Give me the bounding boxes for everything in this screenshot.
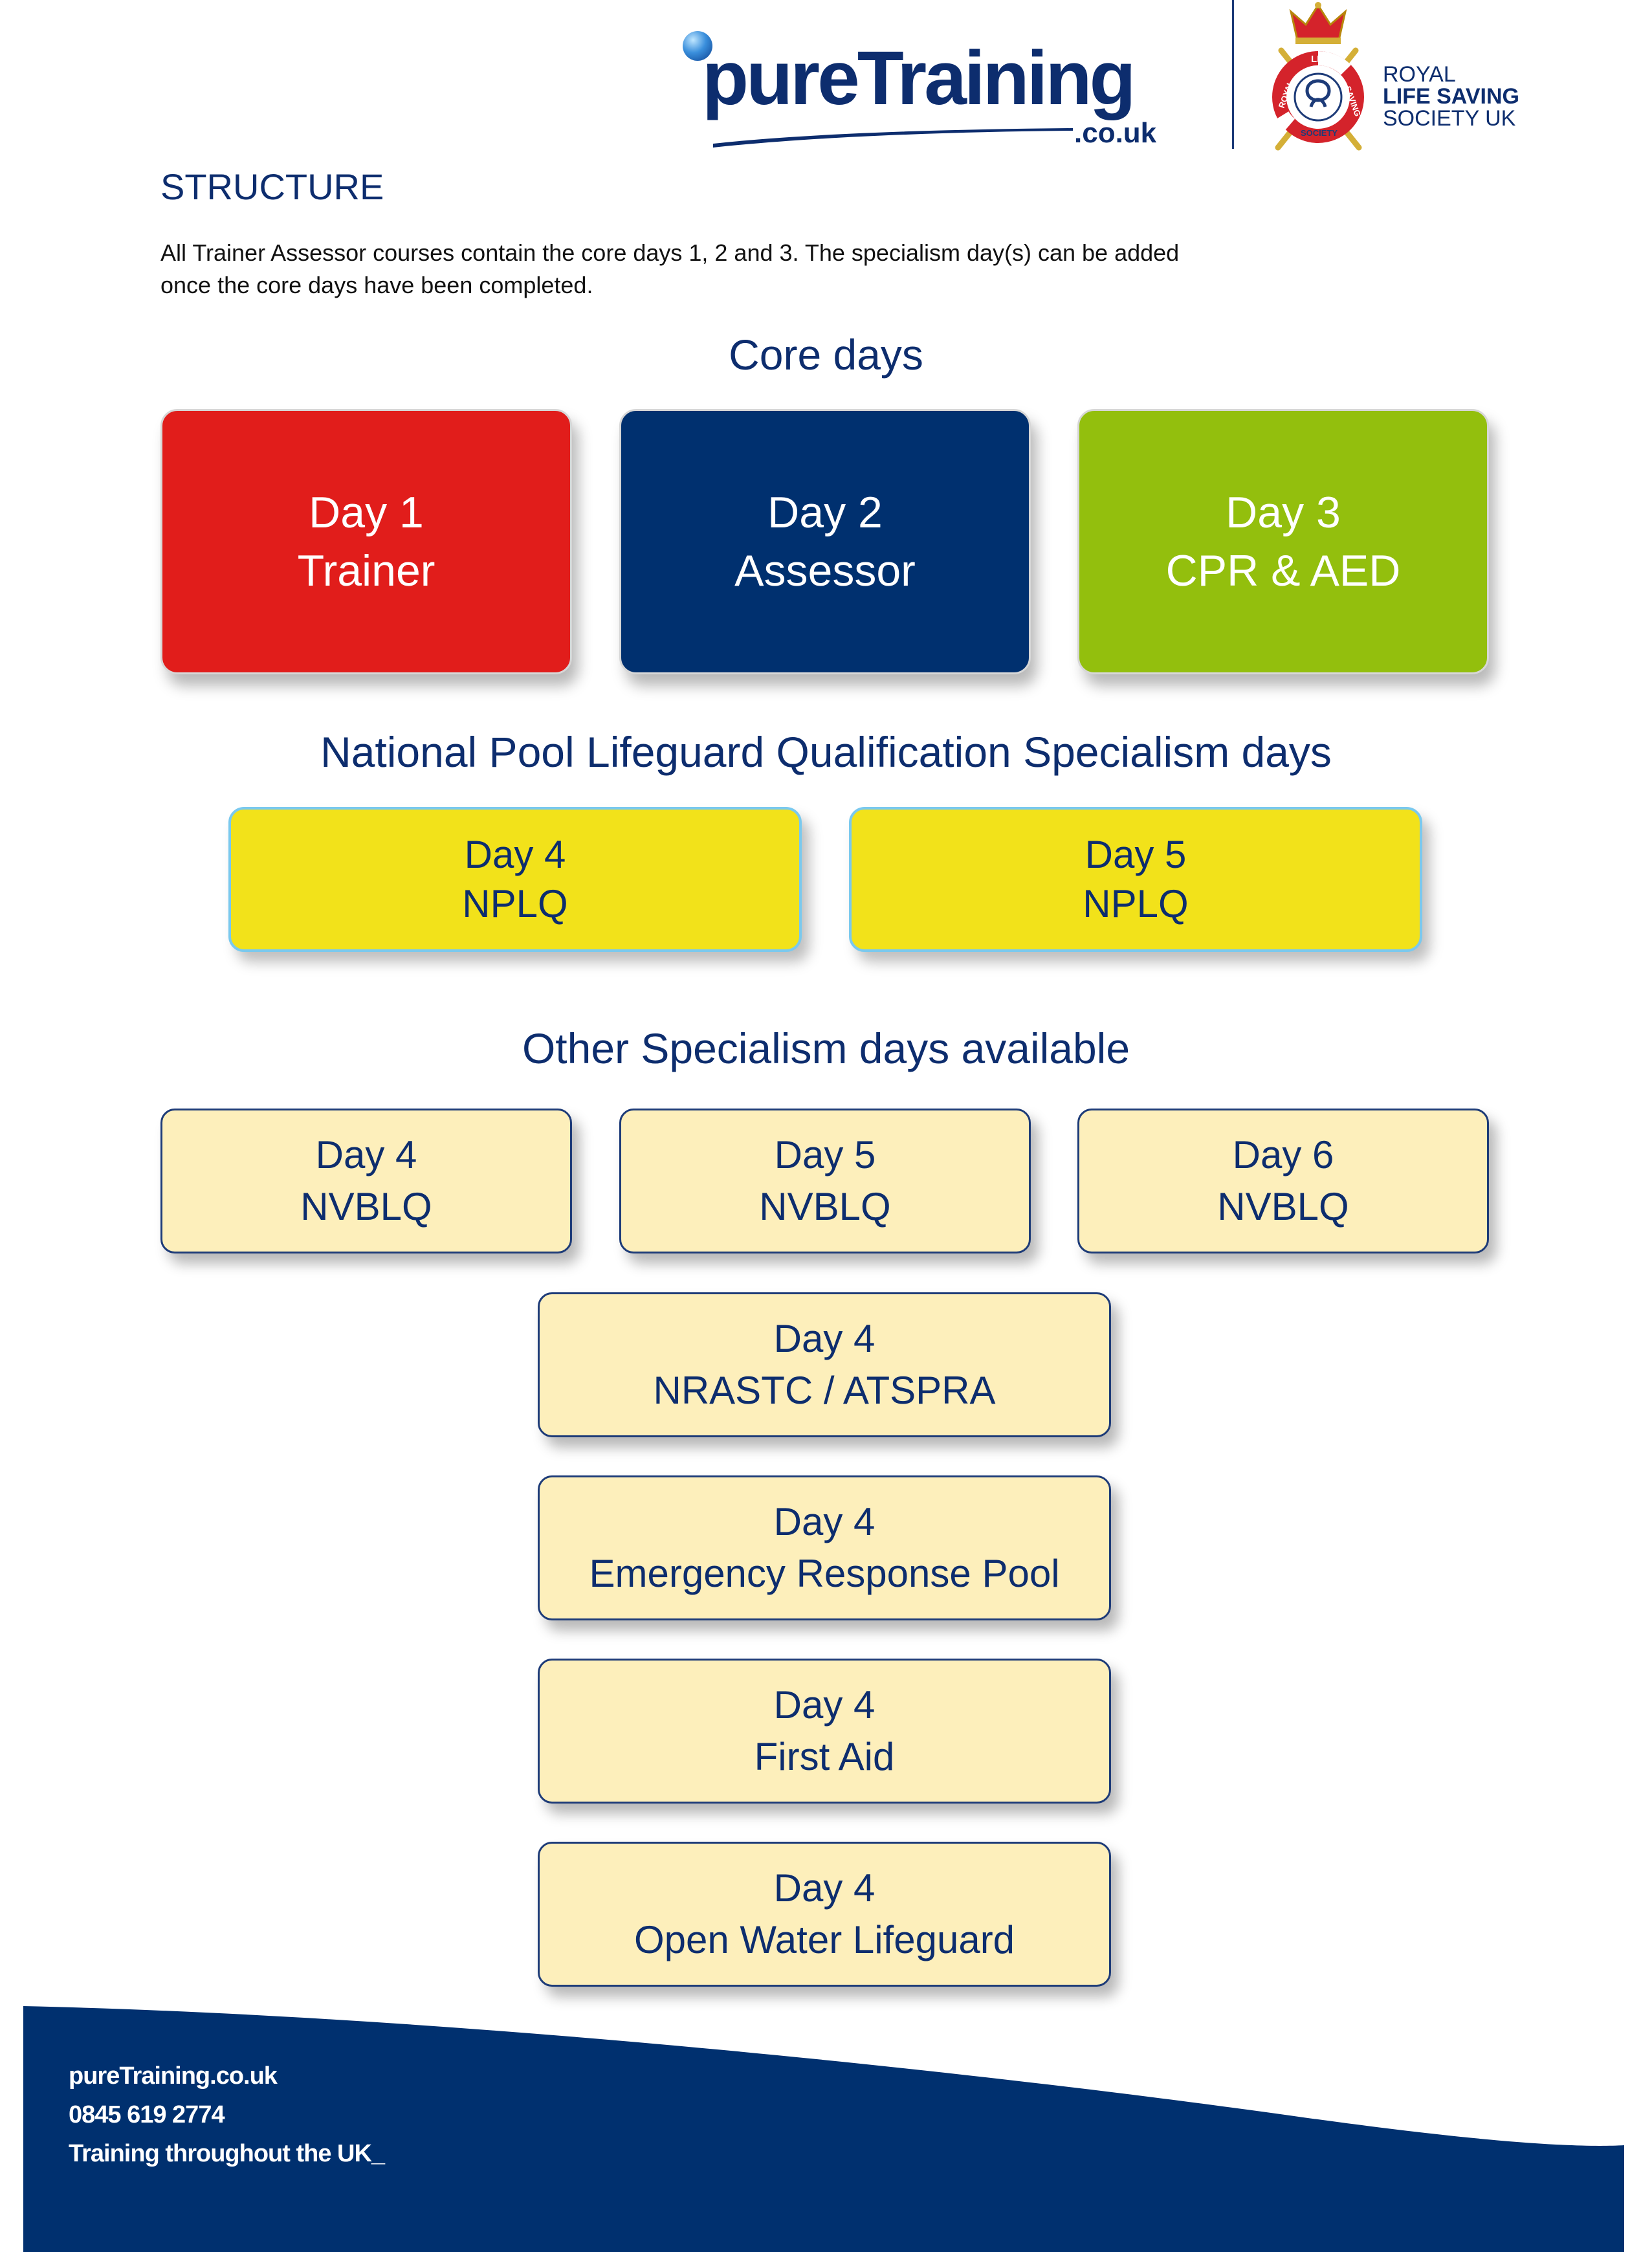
rlss-name-line1: ROYAL (1383, 62, 1456, 87)
other-day-name: First Aid (754, 1735, 895, 1778)
other-day-day: Day 4 (773, 1500, 876, 1543)
nplq-day-4-box: Day 4 NPLQ (228, 807, 802, 952)
other-day-nvblq-5-box: Day 5 NVBLQ (619, 1109, 1031, 1253)
nplq-day-5-box: Day 5 NPLQ (849, 807, 1422, 952)
core-day-1-name: Trainer (297, 546, 435, 595)
footer-tagline: Training throughout the UK_ (69, 2140, 385, 2167)
rlss-name: ROYAL LIFE SAVING SOCIETY UK (1383, 63, 1519, 129)
other-day-day: Day 5 (774, 1133, 876, 1176)
core-day-1-box: Day 1 Trainer (160, 409, 572, 674)
other-day-name: NVBLQ (300, 1185, 432, 1228)
core-day-3-name: CPR & AED (1165, 546, 1401, 595)
logo-swoosh-icon (713, 128, 1073, 148)
intro-line-1: All Trainer Assessor courses contain the… (160, 239, 1180, 266)
intro-paragraph: All Trainer Assessor courses contain the… (160, 237, 1261, 302)
crest-text-top: LIFE (1311, 54, 1332, 65)
core-day-3-day: Day 3 (1226, 488, 1341, 537)
other-day-day: Day 4 (315, 1133, 417, 1176)
core-days-heading: Core days (729, 331, 923, 379)
other-day-first-aid-box: Day 4 First Aid (538, 1659, 1111, 1804)
footer-website[interactable]: pureTraining.co.uk (69, 2062, 278, 2090)
other-day-day: Day 6 (1232, 1133, 1334, 1176)
structure-title: STRUCTURE (160, 166, 384, 207)
other-day-nrastc-box: Day 4 NRASTC / ATSPRA (538, 1292, 1111, 1437)
rlss-name-line3: SOCIETY UK (1383, 106, 1516, 131)
footer-wave-banner (23, 2006, 1624, 2252)
other-day-open-water-box: Day 4 Open Water Lifeguard (538, 1842, 1111, 1987)
other-day-name: NVBLQ (1217, 1185, 1349, 1228)
footer-phone: 0845 619 2774 (69, 2101, 225, 2128)
other-day-name: NVBLQ (759, 1185, 891, 1228)
rlss-crest-icon: LIFE SAVING SOCIETY ROYAL (1272, 2, 1364, 151)
other-day-name: NRASTC / ATSPRA (653, 1369, 996, 1412)
nplq-day-5-day: Day 5 (1085, 833, 1187, 876)
other-day-nvblq-6-box: Day 6 NVBLQ (1077, 1109, 1489, 1253)
logo-domain: .co.uk (1074, 117, 1157, 149)
nplq-heading: National Pool Lifeguard Qualification Sp… (320, 728, 1332, 776)
core-day-1-day: Day 1 (309, 488, 424, 537)
nplq-day-5-name: NPLQ (1083, 882, 1189, 925)
other-day-name: Open Water Lifeguard (633, 1918, 1015, 1961)
other-day-emergency-response-box: Day 4 Emergency Response Pool (538, 1475, 1111, 1620)
logo-ball-icon (683, 31, 712, 61)
rlss-name-line2: LIFE SAVING (1383, 84, 1519, 109)
other-day-day: Day 4 (773, 1317, 876, 1360)
logo-wordmark: pureTraining (702, 36, 1136, 121)
nplq-day-4-name: NPLQ (462, 882, 568, 925)
intro-line-2: once the core days have been completed. (160, 272, 593, 298)
footer-contact: pureTraining.co.uk 0845 619 2774 Trainin… (69, 2057, 385, 2173)
other-day-name: Emergency Response Pool (589, 1552, 1060, 1595)
core-day-2-name: Assessor (734, 546, 916, 595)
other-days-heading: Other Specialism days available (522, 1024, 1130, 1072)
crest-text-bottom: SOCIETY (1301, 128, 1338, 138)
core-day-3-box: Day 3 CPR & AED (1077, 409, 1489, 674)
other-day-day: Day 4 (773, 1866, 876, 1910)
nplq-day-4-day: Day 4 (464, 833, 566, 876)
core-day-2-box: Day 2 Assessor (619, 409, 1031, 674)
other-day-nvblq-4-box: Day 4 NVBLQ (160, 1109, 572, 1253)
header-divider (1232, 0, 1234, 149)
core-day-2-day: Day 2 (767, 488, 883, 537)
other-day-day: Day 4 (773, 1683, 876, 1727)
